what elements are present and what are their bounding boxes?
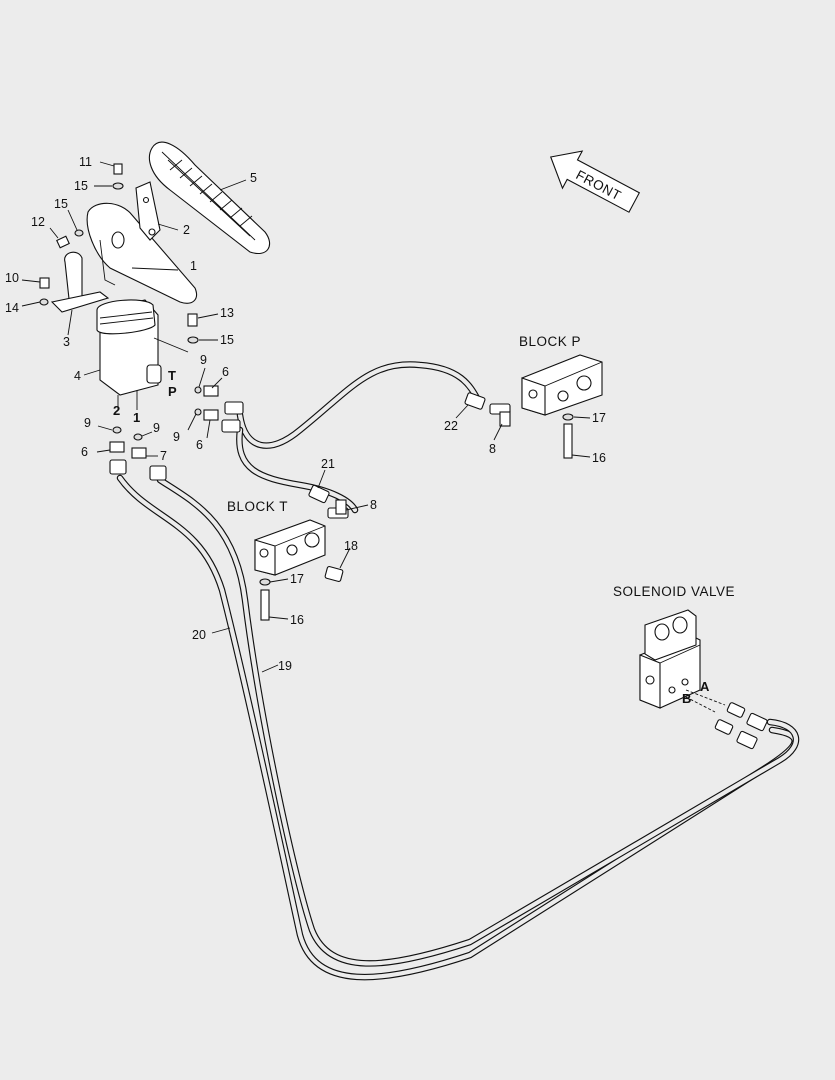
port-leader-lines (685, 689, 726, 713)
bolt-16b (260, 589, 270, 621)
front-direction-arrow: FRONT (549, 150, 641, 213)
bracket (135, 181, 161, 241)
callout-17-a: 17 (592, 411, 606, 425)
callout-6-b: 6 (196, 438, 203, 452)
washer-17b (259, 578, 271, 586)
fittings-solenoid (714, 702, 768, 750)
callout-16-a: 16 (592, 451, 606, 465)
callout-4: 4 (74, 369, 81, 383)
clip (50, 251, 110, 313)
port-t-label: T (168, 368, 176, 383)
callout-8-a: 8 (489, 442, 496, 456)
fittings-valve (109, 385, 244, 481)
callout-2: 2 (183, 223, 190, 237)
callout-17-b: 17 (290, 572, 304, 586)
block-t-title: BLOCK T (227, 499, 288, 514)
hose-20 (116, 474, 798, 981)
block-p (521, 354, 603, 416)
fitting-22-8 (464, 392, 511, 427)
bolt-16a (563, 423, 573, 459)
port-2-label: 2 (113, 403, 120, 418)
callout-13: 13 (220, 306, 234, 320)
port-1-label: 1 (133, 410, 140, 425)
bolt-12 (56, 235, 70, 249)
callout-12: 12 (31, 215, 45, 229)
bolt-13 (187, 313, 198, 327)
bolt-11 (113, 163, 123, 175)
bolt-10 (39, 277, 50, 289)
plug-18 (324, 566, 344, 582)
pedal-arm (86, 202, 198, 304)
washer-17a (562, 413, 574, 421)
callout-14: 14 (5, 301, 19, 315)
port-p-label: P (168, 384, 177, 399)
callout-5: 5 (250, 171, 257, 185)
callout-9-c: 9 (84, 416, 91, 430)
washer-15b (74, 229, 84, 237)
callout-21: 21 (321, 457, 335, 471)
callout-8-b: 8 (370, 498, 377, 512)
callout-6-a: 6 (222, 365, 229, 379)
hose-22 (236, 361, 482, 449)
port-a-label: A (700, 679, 710, 694)
washer-15a (112, 182, 124, 190)
callout-15-a: 15 (74, 179, 88, 193)
callout-7: 7 (160, 449, 167, 463)
callout-6-c: 6 (81, 445, 88, 459)
port-b-label: B (682, 691, 691, 706)
hose-19 (156, 476, 800, 967)
solenoid-valve-title: SOLENOID VALVE (613, 584, 735, 599)
washer-14 (39, 298, 49, 306)
callout-9-b: 9 (173, 430, 180, 444)
pedal-pad (148, 141, 270, 254)
fitting-21-8 (308, 484, 349, 519)
callout-15-c: 15 (220, 333, 234, 347)
callout-16-b: 16 (290, 613, 304, 627)
callout-18: 18 (344, 539, 358, 553)
callout-15-b: 15 (54, 197, 68, 211)
callout-3: 3 (63, 335, 70, 349)
callout-20: 20 (192, 628, 206, 642)
leader-lines (21, 161, 591, 673)
callout-1: 1 (190, 259, 197, 273)
callout-22: 22 (444, 419, 458, 433)
pilot-valve-body (96, 299, 162, 410)
callout-9-a: 9 (200, 353, 207, 367)
callout-10: 10 (5, 271, 19, 285)
block-p-title: BLOCK P (519, 334, 581, 349)
block-t (254, 519, 326, 576)
solenoid-valve (639, 609, 701, 709)
callout-11: 11 (79, 155, 92, 169)
callout-19: 19 (278, 659, 292, 673)
callout-9-d: 9 (153, 421, 160, 435)
washer-15c (187, 336, 199, 344)
